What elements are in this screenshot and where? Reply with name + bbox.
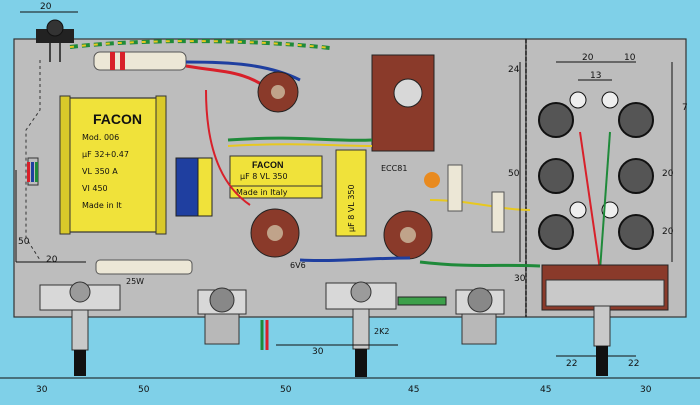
tube-socket-top — [257, 71, 299, 113]
dim-right-10: 10 — [624, 53, 636, 63]
right-pot-knob — [596, 346, 608, 376]
dim-bottom-label: 30 — [36, 385, 48, 395]
dim-right-30: 30 — [514, 274, 526, 284]
wire-green-2 — [227, 136, 373, 142]
main-cap-vi: VI 450 — [82, 184, 108, 193]
jack-middle-left — [197, 287, 247, 345]
dim-bottom-label: 50 — [138, 385, 150, 395]
right-facon-capacitor: µF 8 VL 350 — [335, 149, 367, 237]
dim-top-left: 20 — [40, 2, 52, 12]
tube-6v6-label: 6V6 — [290, 261, 306, 270]
mid-cap-made: Made in Italy — [236, 188, 288, 197]
pot-middle — [325, 281, 397, 377]
dim-bottom-label: 45 — [540, 385, 551, 395]
blue-capacitor — [175, 157, 199, 217]
yellow-capacitor — [197, 157, 213, 217]
tube-socket-6v6 — [250, 208, 300, 258]
resistor-25w — [95, 259, 193, 275]
right-wire-green — [599, 131, 611, 271]
main-cap-uf: µF 32+0.47 — [82, 150, 129, 159]
top-capacitor — [93, 51, 187, 71]
main-cap-vl: VL 350 A — [82, 167, 118, 176]
dim-bottom-label: 50 — [280, 385, 292, 395]
dashed-outline — [25, 60, 41, 261]
right-socket-grid — [538, 91, 654, 250]
band — [120, 52, 125, 70]
mid-cap-value: µF 8 VL 350 — [240, 172, 288, 181]
tube-ecc81-label: ECC81 — [381, 164, 407, 173]
right-wire-red — [579, 131, 601, 271]
bottom-dimension-labels: 30 50 50 45 45 30 — [36, 385, 652, 395]
dim-right-50: 50 — [508, 169, 520, 179]
right-cap-value: µF 8 VL 350 — [347, 184, 356, 232]
dim-bottom-label: 30 — [640, 385, 652, 395]
wire-blue-2 — [299, 256, 411, 263]
dim-right-20b: 20 — [662, 169, 674, 179]
wire-stub — [35, 162, 38, 182]
dim-right-20a: 20 — [582, 53, 594, 63]
tag-board-socket — [393, 78, 423, 108]
right-bracket-plate — [545, 279, 665, 307]
wire-green-3 — [419, 260, 541, 268]
dim-right-20c: 20 — [662, 227, 674, 237]
dim-left-20: 20 — [46, 255, 58, 265]
dim-right-13: 13 — [590, 71, 601, 81]
wire-yellow-2 — [227, 143, 373, 147]
main-cap-mod: Mod. 006 — [82, 133, 119, 142]
main-facon-capacitor: FACON Mod. 006 µF 32+0.47 VL 350 A VI 45… — [59, 95, 167, 235]
tube-socket-ecc81 — [383, 210, 433, 260]
dim-mid-30: 30 — [312, 347, 324, 357]
resistor-vertical-2 — [491, 191, 505, 233]
dim-bottom-right-22b: 22 — [628, 359, 639, 369]
wire-yellow-stripe — [69, 40, 331, 49]
mid-cap-brand: FACON — [252, 160, 284, 170]
dim-left-24: 24 — [508, 65, 520, 75]
wire-stub — [27, 162, 30, 182]
jack-right — [455, 287, 505, 345]
resistor-vertical — [447, 164, 463, 212]
dim-bottom-label: 45 — [408, 385, 419, 395]
wire-stub — [31, 162, 34, 182]
pot-left — [39, 281, 121, 376]
dim-left-50: 50 — [18, 237, 30, 247]
resistor-25w-label: 25W — [126, 277, 144, 286]
green-resistor — [397, 296, 447, 306]
input-socket-knob — [46, 19, 64, 37]
band — [110, 52, 115, 70]
dim-right-7: 7 — [682, 103, 688, 113]
dim-bottom-right-22a: 22 — [566, 359, 577, 369]
wire-red-2 — [205, 89, 251, 206]
right-pot-shaft — [593, 305, 611, 347]
res-2k2-label: 2K2 — [374, 327, 389, 336]
main-cap-made: Made in It — [82, 201, 122, 210]
mid-facon-capacitor: FACON µF 8 VL 350 Made in Italy — [229, 155, 323, 199]
main-cap-brand: FACON — [93, 111, 142, 127]
orange-capacitor — [424, 172, 440, 188]
